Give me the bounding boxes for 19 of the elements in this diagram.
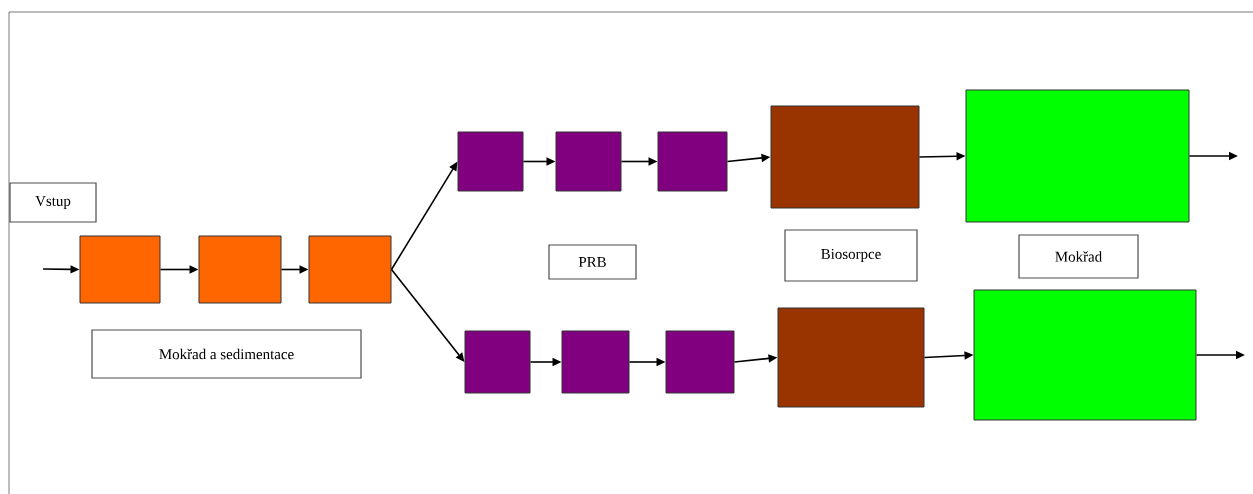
label-box: Mokřad a sedimentace: [91, 329, 362, 379]
process-box: [308, 235, 392, 304]
process-box: [555, 131, 622, 192]
process-box: [464, 330, 531, 394]
process-box: [79, 235, 161, 304]
process-box: [665, 330, 735, 394]
process-box: [770, 105, 920, 209]
process-box: [657, 131, 728, 192]
process-box: [777, 307, 925, 408]
process-box: [965, 89, 1190, 223]
arrow: [390, 268, 465, 362]
label-box: PRB: [548, 244, 637, 280]
process-box: [198, 235, 282, 304]
label-box: Vstup: [9, 182, 97, 223]
process-box: [561, 330, 630, 394]
label-box: Mokřad: [1018, 234, 1139, 279]
process-box: [457, 131, 524, 192]
label-box: Biosorpce: [784, 229, 918, 282]
process-box: [973, 289, 1197, 421]
